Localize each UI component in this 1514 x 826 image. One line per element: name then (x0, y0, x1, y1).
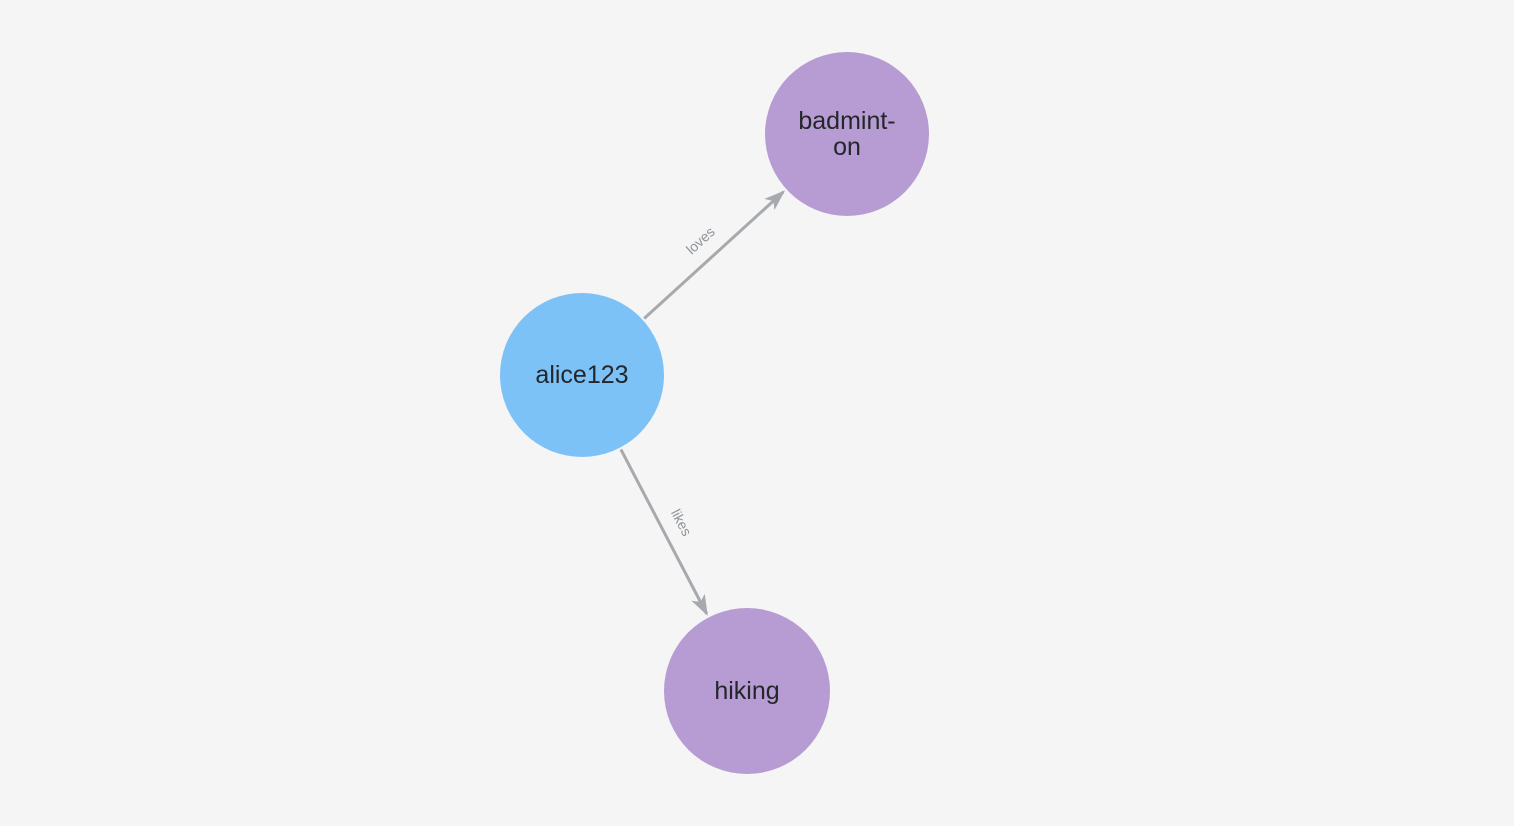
edge-label: loves (683, 223, 718, 257)
graph-edge-alice123-badminton[interactable]: loves (643, 190, 786, 320)
edge-label: likes (668, 506, 695, 538)
node-label: badmint-on (798, 107, 895, 161)
graph-node-hiking[interactable]: hiking (664, 608, 830, 774)
node-circle (664, 608, 830, 774)
edge-line (643, 190, 786, 320)
node-label: alice123 (535, 361, 628, 389)
node-label: hiking (714, 677, 779, 705)
graph-node-alice123[interactable]: alice123 (500, 293, 664, 457)
graph-edge-alice123-hiking[interactable]: likes (619, 448, 709, 616)
node-circle (500, 293, 664, 457)
node-circle (765, 52, 929, 216)
edge-line (619, 448, 709, 616)
graph-node-badminton[interactable]: badmint-on (765, 52, 929, 216)
